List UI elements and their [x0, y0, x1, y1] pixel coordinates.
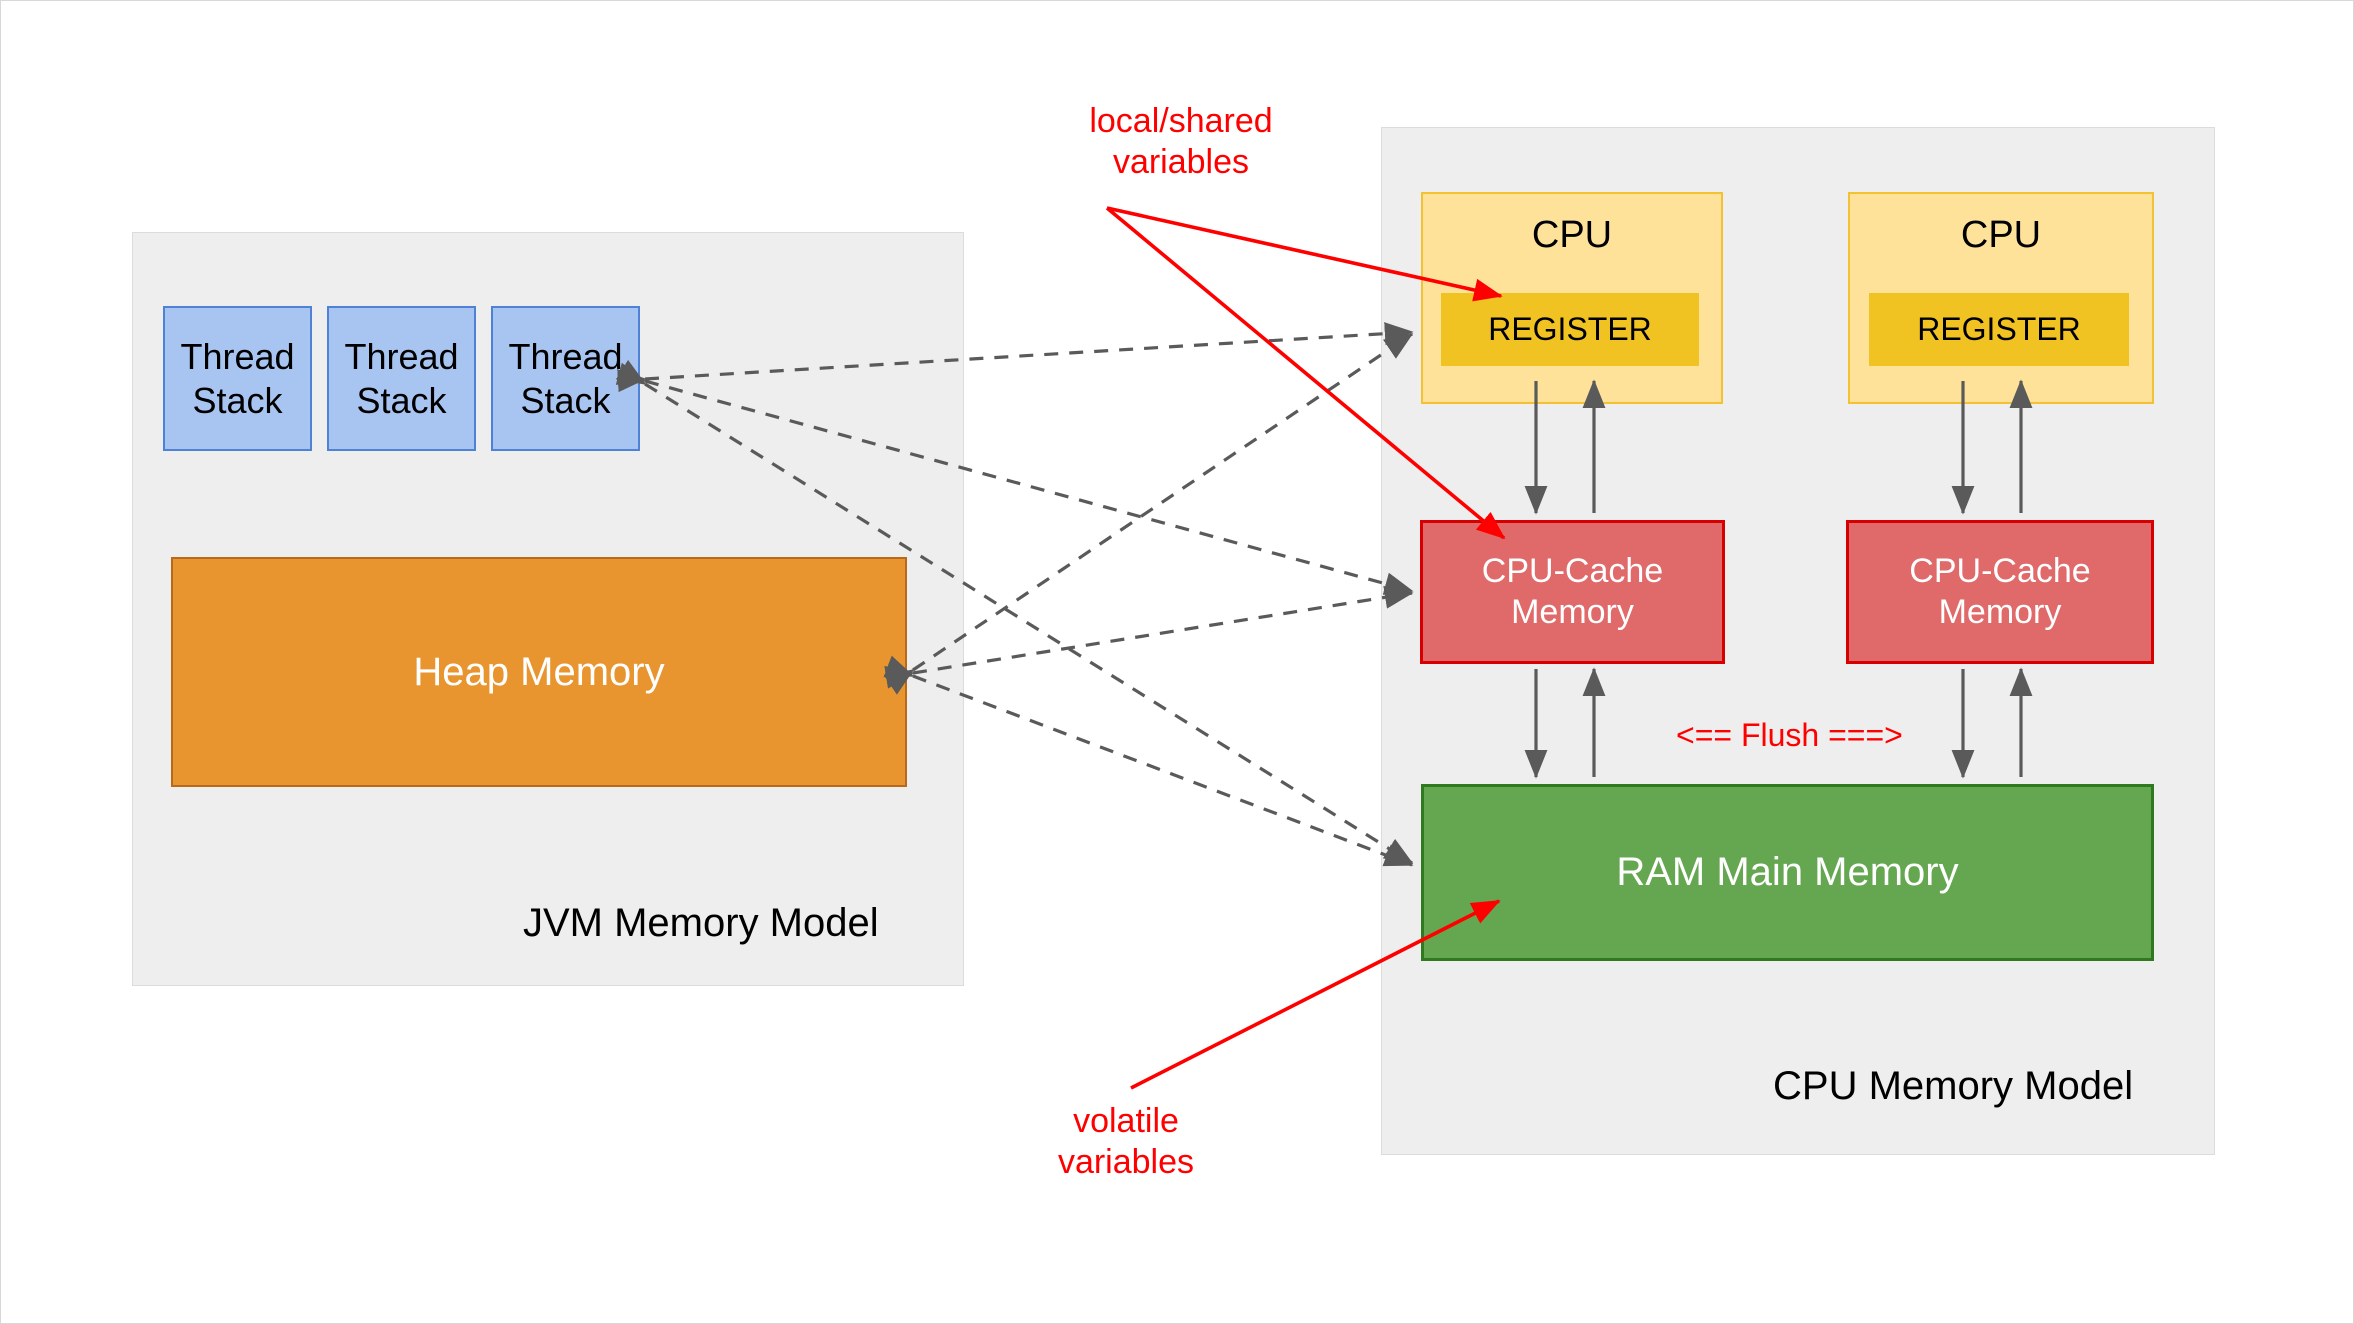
thread-stack-line2: Stack — [520, 379, 611, 421]
thread-stack-line1: Thread — [344, 335, 459, 377]
register-box-2[interactable]: REGISTER — [1869, 293, 2129, 366]
thread-stack-line1: Thread — [508, 335, 623, 377]
heap-memory-label: Heap Memory — [413, 649, 665, 694]
register-label-1: REGISTER — [1488, 311, 1652, 347]
register-label-2: REGISTER — [1917, 311, 2081, 347]
jvm-memory-model-label: JVM Memory Model — [523, 901, 879, 945]
flush-annotation: <== Flush ===> — [1676, 717, 1903, 753]
connector-heap-register — [884, 332, 1414, 695]
cpu-label-1: CPU — [1531, 214, 1613, 256]
connector-heap-cache — [884, 585, 1414, 689]
heap-memory-box[interactable]: Heap Memory — [171, 557, 907, 787]
connector-heap-ram — [883, 655, 1414, 867]
thread-stack-line2: Stack — [356, 379, 447, 421]
local-shared-variables-annotation: local/shared variables — [1089, 102, 1273, 181]
cpu-label-2: CPU — [1960, 214, 2042, 256]
cpu-cache-line1: CPU-Cache — [1481, 551, 1664, 590]
thread-stack-line2: Stack — [192, 379, 283, 421]
cpu-cache-line2: Memory — [1511, 593, 1634, 631]
cpu-cache-line1: CPU-Cache — [1909, 551, 2091, 590]
ram-main-memory-label: RAM Main Memory — [1616, 850, 1959, 894]
cpu-memory-model-label: CPU Memory Model — [1773, 1064, 2134, 1108]
ram-main-memory-box[interactable]: RAM Main Memory — [1421, 784, 2154, 961]
volatile-variables-annotation: volatile variables — [1057, 1102, 1195, 1181]
thread-stack-line1: Thread — [180, 335, 295, 377]
cpu-cache-line2: Memory — [1938, 593, 2062, 631]
register-box-1[interactable]: REGISTER — [1441, 293, 1699, 366]
